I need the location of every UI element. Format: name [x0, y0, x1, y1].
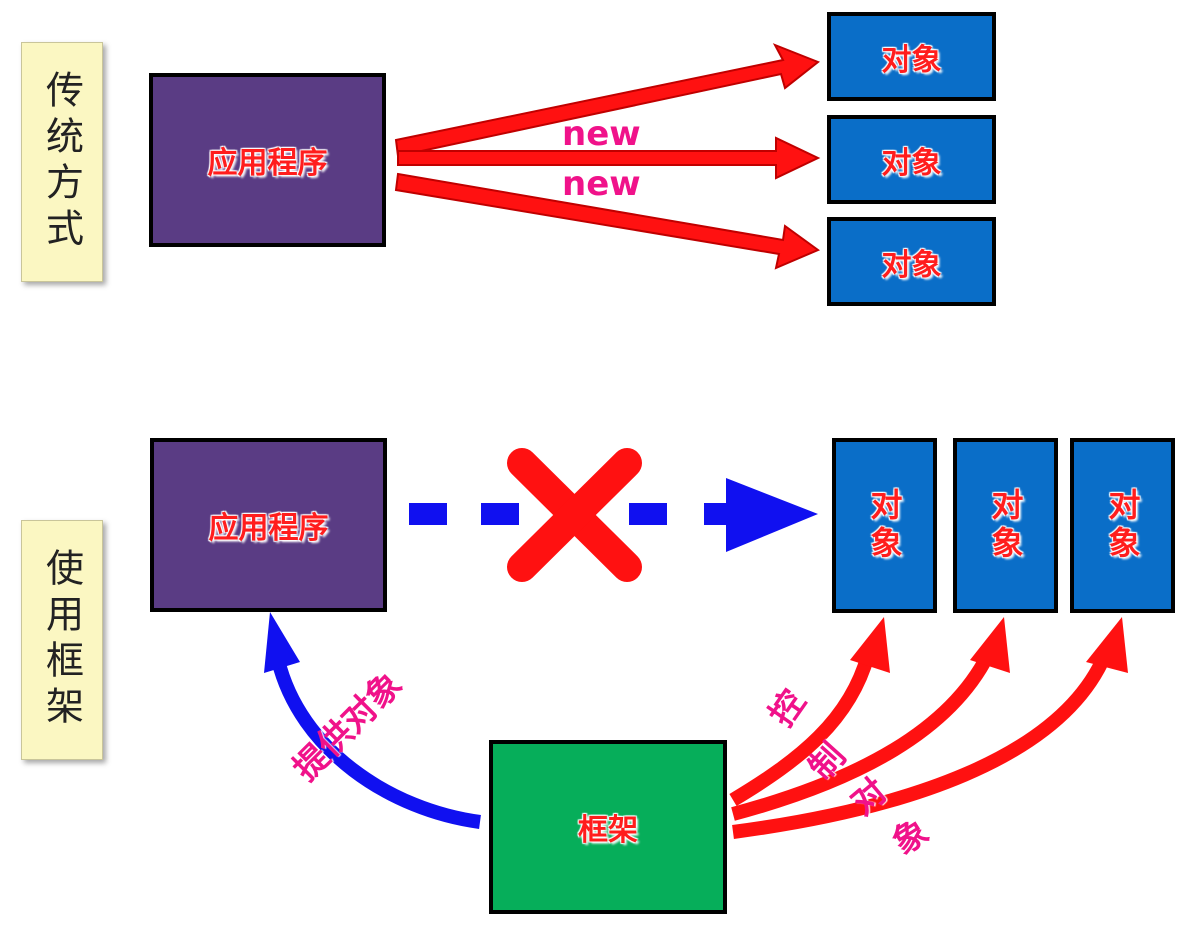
traditional-object-label-3: 对象: [881, 247, 942, 283]
framework-box-label: 框架: [578, 813, 638, 848]
framework-app-label: 应用程序: [208, 511, 329, 546]
traditional-side-label-text: 传统方式: [39, 70, 84, 254]
traditional-side-label: 传统方式: [21, 42, 103, 282]
framework-side-label: 使用框架: [21, 520, 103, 760]
traditional-arrows: [394, 43, 821, 270]
new-label-1: new: [562, 114, 641, 154]
blocked-dashed-arrow: [409, 478, 818, 552]
arrow-to-object-3: [394, 172, 821, 270]
traditional-object-label-1: 对象: [881, 42, 942, 78]
control-object-arrows: [729, 651, 1112, 839]
framework-app-box: 应用程序: [150, 438, 387, 612]
traditional-object-label-2: 对象: [881, 145, 942, 181]
traditional-app-label: 应用程序: [207, 146, 328, 181]
framework-object-label-2: 对象: [986, 487, 1025, 564]
framework-object-box-2: 对象: [953, 438, 1058, 613]
traditional-app-box: 应用程序: [149, 73, 386, 247]
arrow-to-object-2: [397, 136, 821, 180]
framework-object-box-1: 对象: [832, 438, 937, 613]
framework-box: 框架: [489, 740, 727, 914]
traditional-object-box-2: 对象: [827, 115, 996, 204]
traditional-object-box-3: 对象: [827, 217, 996, 306]
framework-object-box-3: 对象: [1070, 438, 1175, 613]
framework-object-label-3: 对象: [1103, 487, 1142, 564]
new-label-2: new: [562, 164, 641, 204]
blocked-x-icon: [507, 448, 642, 582]
framework-side-label-text: 使用框架: [39, 548, 84, 732]
provide-object-arrow: [264, 612, 481, 829]
framework-object-label-1: 对象: [865, 487, 904, 564]
arrow-to-object-1: [394, 43, 820, 158]
control-arrow-heads: [850, 617, 1128, 673]
traditional-object-box-1: 对象: [827, 12, 996, 101]
